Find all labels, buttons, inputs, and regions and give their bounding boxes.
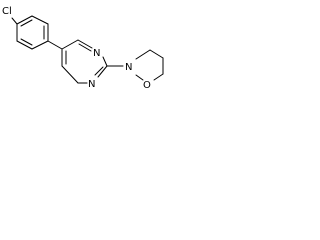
bond	[153, 73, 164, 81]
bond	[77, 39, 93, 49]
pyrimidine-nitrogen-bottom-label: N	[88, 79, 95, 90]
morpholine-ring	[135, 49, 164, 81]
bond	[102, 56, 108, 67]
bond	[16, 15, 33, 25]
pyrimidine-nitrogen-top-label: N	[93, 48, 100, 59]
bond	[31, 15, 49, 25]
bond	[31, 40, 49, 50]
chlorophenyl-ring	[16, 15, 49, 50]
double-bond-inner	[20, 19, 33, 27]
pyrimidine-ring	[61, 39, 108, 84]
bond	[97, 65, 108, 78]
bond	[135, 49, 151, 60]
aryl-pyrimidine-bond	[47, 40, 63, 50]
double-bond-inner	[78, 43, 92, 52]
carbon-chlorine-bond	[11, 17, 18, 25]
bond	[61, 39, 79, 50]
morpholine-nitrogen-label: N	[125, 62, 132, 73]
bond	[135, 74, 144, 81]
bond	[16, 40, 33, 50]
double-bond-inner	[20, 38, 33, 46]
double-bond-inner	[94, 66, 104, 76]
bond	[61, 65, 79, 84]
chemical-structure: Cl N N N O	[2, 6, 164, 91]
chlorine-label: Cl	[2, 6, 12, 17]
bond	[149, 49, 164, 59]
morpholine-oxygen-label: O	[143, 80, 151, 91]
